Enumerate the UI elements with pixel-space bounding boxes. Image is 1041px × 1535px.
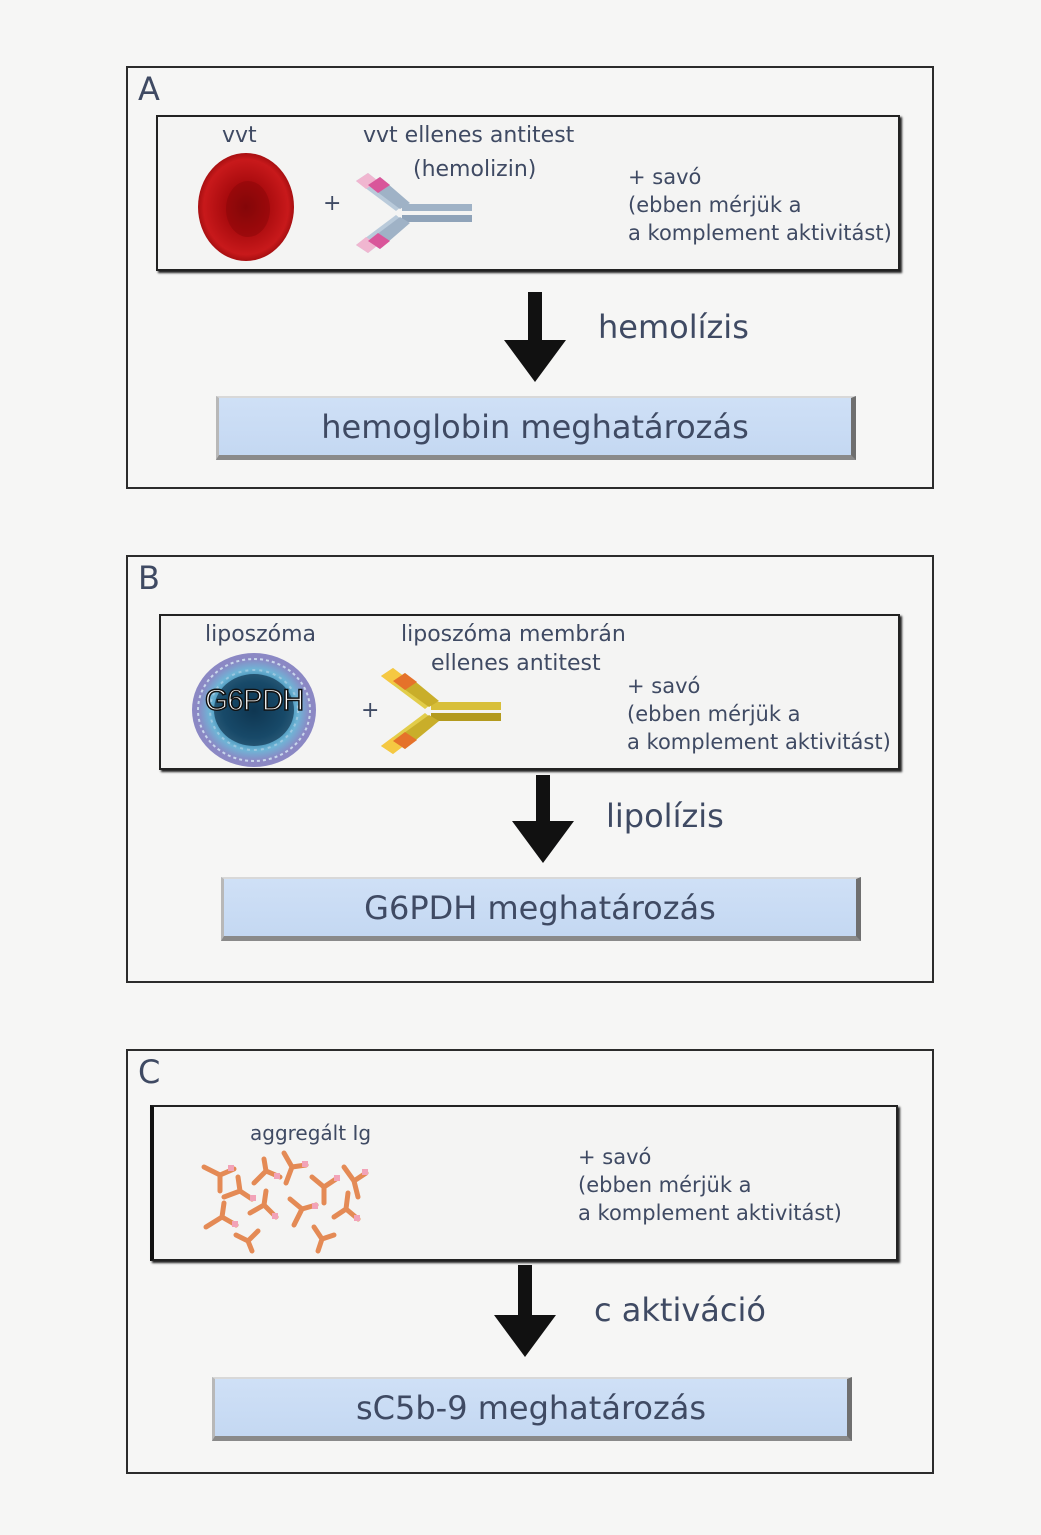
- red-blood-cell-icon: [198, 153, 294, 261]
- panel-c: C aggregált Ig: [126, 1049, 934, 1474]
- panel-letter: B: [138, 559, 160, 597]
- process-label: hemolízis: [598, 308, 749, 346]
- sample-label: aggregált Ig: [250, 1121, 372, 1145]
- liposome-label: G6PDH: [204, 683, 305, 718]
- down-arrow-icon: [512, 775, 574, 863]
- result-box: hemoglobin meghatározás: [216, 396, 856, 460]
- panel-a: A vvt + vvt ellenes antitest (hemolizin)…: [126, 66, 934, 489]
- down-arrow-icon: [504, 292, 566, 382]
- reagent-box: vvt + vvt ellenes antitest (hemolizin) +…: [156, 115, 900, 271]
- reagent-box: aggregált Ig: [150, 1105, 898, 1261]
- down-arrow-icon: [494, 1265, 556, 1357]
- reagent-box: liposzóma G6PDH + liposzóma membrán elle…: [159, 614, 900, 770]
- process-label: c aktiváció: [594, 1291, 766, 1329]
- serum-note: + savó (ebben mérjük a a komplement akti…: [627, 674, 891, 754]
- sample-label: vvt: [222, 123, 257, 148]
- serum-note: + savó (ebben mérjük a a komplement akti…: [628, 165, 892, 245]
- result-box: G6PDH meghatározás: [221, 877, 861, 941]
- panel-b: B liposzóma G6PDH + liposzóma membrán el…: [126, 555, 934, 983]
- process-label: lipolízis: [606, 797, 724, 835]
- aggregated-ig-icon: [201, 1150, 369, 1254]
- panel-letter: C: [138, 1053, 161, 1091]
- result-box: sC5b-9 meghatározás: [212, 1377, 852, 1441]
- antibody-icon: [381, 668, 501, 754]
- antibody-label: liposzóma membrán: [401, 622, 626, 647]
- antibody-icon: [356, 173, 472, 253]
- antibody-label: vvt ellenes antitest: [363, 123, 575, 148]
- panel-letter: A: [138, 70, 160, 108]
- serum-note: + savó (ebben mérjük a a komplement akti…: [578, 1145, 842, 1225]
- antibody-label-sub: (hemolizin): [413, 157, 537, 182]
- sample-label: liposzóma: [205, 622, 317, 647]
- plus-sign: +: [323, 191, 342, 216]
- plus-sign: +: [361, 698, 380, 723]
- liposome-icon: [192, 653, 316, 767]
- antibody-label-sub: ellenes antitest: [431, 651, 601, 676]
